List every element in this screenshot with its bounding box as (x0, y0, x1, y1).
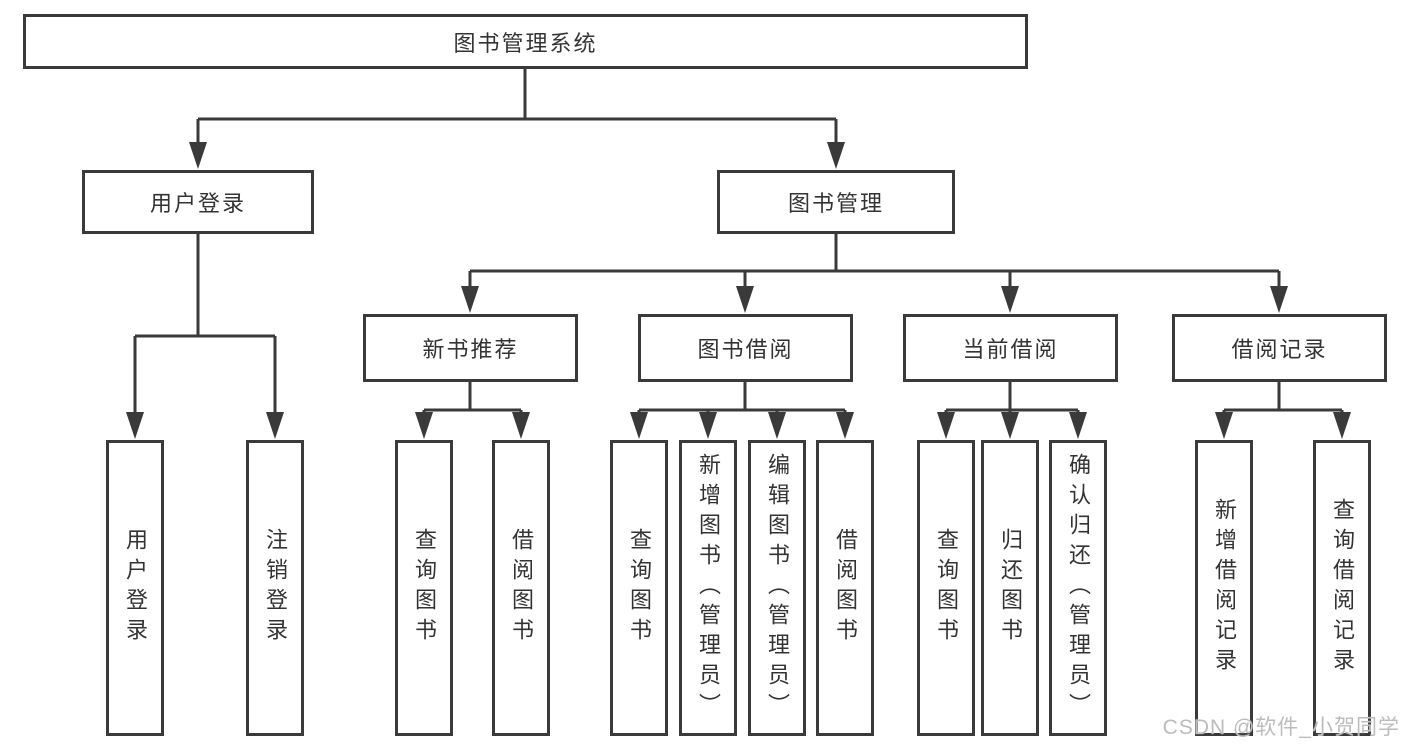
leaf-borrowing-add-books-admin: 新增图书（管理员） (679, 440, 737, 736)
arrow-down-icon (126, 412, 144, 439)
leaf-newbooks-query-books: 查询图书 (395, 440, 453, 736)
arrow-down-icon (1215, 412, 1233, 439)
connector-newbooks-to-leaves (422, 382, 523, 432)
leaf-borrowing-edit-books-admin: 编辑图书（管理员） (748, 440, 806, 736)
node-user-login: 用户登录 (82, 170, 314, 234)
arrow-down-icon (189, 142, 207, 169)
arrow-down-icon (461, 286, 479, 313)
node-new-book-recommend: 新书推荐 (363, 314, 578, 382)
arrow-down-icon (266, 412, 284, 439)
connector-userlogin-to-leaves (133, 234, 277, 432)
connector-bookmgmt-to-level3 (468, 234, 1281, 306)
leaf-newbooks-borrow-books: 借阅图书 (492, 440, 550, 736)
arrow-down-icon (1001, 412, 1019, 439)
leaf-logout: 注销登录 (246, 440, 304, 736)
arrow-down-icon (768, 412, 786, 439)
arrow-down-icon (630, 412, 648, 439)
leaf-borrowing-query-books: 查询图书 (610, 440, 668, 736)
node-current-borrowing: 当前借阅 (903, 314, 1118, 382)
arrow-down-icon (736, 286, 754, 313)
arrow-down-icon (1001, 286, 1019, 313)
leaf-current-confirm-return-admin: 确认归还（管理员） (1049, 440, 1107, 736)
node-book-management: 图书管理 (717, 170, 955, 234)
leaf-current-query-books: 查询图书 (917, 440, 975, 736)
csdn-watermark: CSDN @软件_小贺同学 (1162, 716, 1400, 739)
leaf-user-login: 用户登录 (106, 440, 164, 736)
leaf-records-query-record: 查询借阅记录 (1313, 440, 1371, 736)
arrow-down-icon (699, 412, 717, 439)
node-borrowing-records: 借阅记录 (1172, 314, 1387, 382)
node-root: 图书管理系统 (23, 14, 1028, 69)
arrowheads (126, 142, 1351, 439)
node-book-borrowing: 图书借阅 (638, 314, 853, 382)
connector-root-to-level2 (196, 69, 838, 162)
connector-bookborrow-to-leaves (637, 382, 847, 432)
arrow-down-icon (1270, 286, 1288, 313)
leaf-borrowing-borrow-books: 借阅图书 (816, 440, 874, 736)
arrow-down-icon (836, 412, 854, 439)
arrow-down-icon (827, 142, 845, 169)
arrow-down-icon (1069, 412, 1087, 439)
arrow-down-icon (937, 412, 955, 439)
leaf-records-add-record: 新增借阅记录 (1195, 440, 1253, 736)
arrow-down-icon (415, 412, 433, 439)
connector-borrowrecords-to-leaves (1222, 382, 1344, 432)
arrow-down-icon (1333, 412, 1351, 439)
arrow-down-icon (512, 412, 530, 439)
leaf-current-return-books: 归还图书 (981, 440, 1039, 736)
